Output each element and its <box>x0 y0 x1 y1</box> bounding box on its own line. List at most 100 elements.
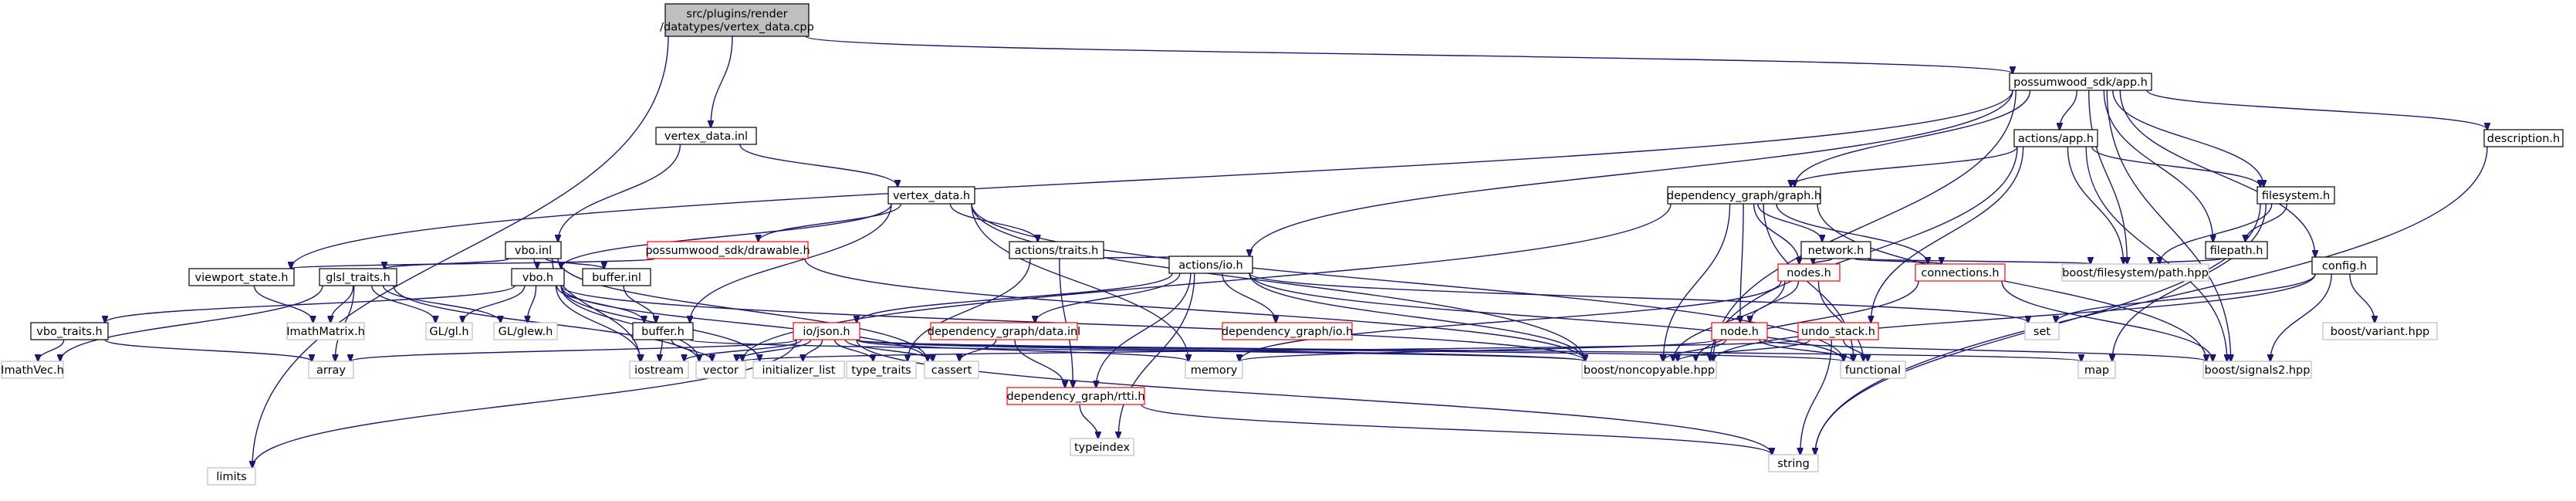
node-box <box>655 127 757 145</box>
node-label: node.h <box>1720 326 1759 338</box>
edge-actions_app_h-to-dg_graph_h <box>1791 146 2018 187</box>
node-actions_traits_h[interactable]: actions/traits.h <box>1009 241 1104 259</box>
node-box <box>30 322 109 340</box>
node-label: actions/app.h <box>2018 133 2094 145</box>
node-box <box>2077 361 2116 379</box>
edge-io_json_h-to-array <box>350 339 797 361</box>
edge-app_h-to-boost_noncopyable <box>1713 90 2017 361</box>
node-label: glsl_traits.h <box>326 272 390 284</box>
edge-config_h-to-set <box>2056 273 2316 323</box>
edge-actions_io_h-to-dg_io_h <box>1222 273 1276 323</box>
edge-viewport_state_h-to-imathmatrix <box>253 285 313 323</box>
node-io_json_h[interactable]: io/json.h <box>793 322 860 340</box>
node-imathvec: ImathVec.h <box>1 361 64 379</box>
node-label: memory <box>1191 364 1238 377</box>
node-label: description.h <box>2487 133 2560 145</box>
node-label: dependency_graph/io.h <box>1222 326 1353 338</box>
node-label: map <box>2084 364 2109 377</box>
node-label: nodes.h <box>1787 267 1831 279</box>
node-box <box>505 241 562 259</box>
edge-app_h-to-dg_graph_h <box>1794 90 2031 187</box>
node-dg_rtti_h[interactable]: dependency_graph/rtti.h <box>1006 387 1145 405</box>
node-buffer_inl[interactable]: buffer.inl <box>582 268 651 286</box>
node-vertex_data_inl[interactable]: vertex_data.inl <box>655 127 757 145</box>
node-label: GL/glew.h <box>499 326 553 338</box>
node-network_h[interactable]: network.h <box>1800 241 1871 259</box>
node-drawable_h[interactable]: possumwood_sdk/drawable.h <box>645 241 810 259</box>
node-node_h[interactable]: node.h <box>1711 322 1768 340</box>
node-label: boost/filesystem/path.hpp <box>2062 267 2209 279</box>
node-box <box>1797 322 1879 340</box>
node-undo_stack_h[interactable]: undo_stack.h <box>1797 322 1879 340</box>
node-box <box>1768 454 1819 472</box>
edge-dg_graph_h-to-network_h <box>1757 203 1822 242</box>
node-box <box>793 322 860 340</box>
edge-glsl_traits_h-to-imathmatrix <box>330 285 354 323</box>
node-label: cassert <box>931 364 972 377</box>
node-box <box>1915 263 2006 282</box>
node-app_h[interactable]: possumwood_sdk/app.h <box>2009 73 2152 91</box>
edge-config_h-to-boost_variant <box>2349 273 2375 323</box>
edge-actions_app_h-to-boost_fs_path <box>2067 146 2123 264</box>
edge-undo_stack_h-to-functional <box>1843 339 1868 361</box>
node-vbo_h[interactable]: vbo.h <box>511 268 565 286</box>
node-dg_graph_h[interactable]: dependency_graph/graph.h <box>1667 186 1821 205</box>
node-label: filepath.h <box>2210 245 2263 257</box>
node-actions_io_h[interactable]: actions/io.h <box>1168 256 1253 274</box>
node-config_h[interactable]: config.h <box>2311 256 2378 275</box>
edge-vertex_data_h-to-functional <box>971 203 1844 361</box>
node-label: ImathVec.h <box>1 364 64 377</box>
node-box <box>752 361 845 379</box>
node-vbo_inl[interactable]: vbo.inl <box>505 241 562 259</box>
edge-connections_h-to-boost_noncopyable <box>1695 280 1919 361</box>
node-glsl_traits_h[interactable]: glsl_traits.h <box>319 268 397 286</box>
edge-filesystem_h-to-filepath_h <box>2246 203 2288 242</box>
edge-vbo_h-to-gl_glew <box>527 285 537 323</box>
edge-actions_app_h-to-undo_stack_h <box>1871 146 2024 323</box>
node-connections_h[interactable]: connections.h <box>1915 263 2006 282</box>
node-filepath_h[interactable]: filepath.h <box>2205 241 2268 259</box>
node-label: string <box>1777 458 1810 470</box>
node-viewport_state_h[interactable]: viewport_state.h <box>188 268 295 286</box>
edge-app_h-to-description_h <box>2146 90 2487 130</box>
edge-vbo_traits_h-to-imathvec <box>38 339 65 361</box>
edge-io_json_h-to-vector <box>737 339 812 361</box>
node-label: dependency_graph/graph.h <box>1667 190 1821 202</box>
node-gl_gl: GL/gl.h <box>425 322 473 340</box>
node-dg_io_h[interactable]: dependency_graph/io.h <box>1222 322 1353 340</box>
node-vertex_data_h[interactable]: vertex_data.h <box>887 186 975 205</box>
edge-vbo_h-to-vector <box>560 285 699 361</box>
edge-app_h-to-config_h <box>2119 90 2315 257</box>
node-label: type_traits <box>851 364 911 377</box>
node-nodes_h[interactable]: nodes.h <box>1777 263 1841 282</box>
node-buffer_h[interactable]: buffer.h <box>632 322 694 340</box>
node-vbo_traits_h[interactable]: vbo_traits.h <box>30 322 109 340</box>
node-description_h[interactable]: description.h <box>2483 129 2564 147</box>
node-root[interactable]: src/plugins/render/datatypes/vertex_data… <box>660 3 814 37</box>
edge-dg_graph_h-to-boost_noncopyable <box>1663 203 1731 361</box>
node-type_traits: type_traits <box>846 361 917 379</box>
node-box <box>286 322 365 340</box>
node-box <box>2311 256 2378 275</box>
node-dg_data_inl[interactable]: dependency_graph/data.inl <box>928 322 1080 340</box>
edge-nodes_h-to-node_h <box>1750 280 1800 323</box>
edge-filesystem_h-to-boost_fs_path <box>2159 203 2273 264</box>
node-initializer_list: initializer_list <box>752 361 845 379</box>
node-label: actions/traits.h <box>1015 245 1099 257</box>
node-box <box>2205 241 2268 259</box>
node-filesystem_h[interactable]: filesystem.h <box>2257 186 2335 205</box>
edge-description_h-to-string <box>1815 146 2488 455</box>
node-box <box>930 322 1078 340</box>
node-actions_app_h[interactable]: actions/app.h <box>2013 129 2098 147</box>
node-label: /datatypes/vertex_data.cpp <box>660 22 814 34</box>
node-box <box>1006 387 1145 405</box>
edge-network_h-to-nodes_h <box>1813 259 1833 264</box>
edge-vertex_data_h-to-drawable_h <box>759 203 902 242</box>
node-boost_signals2: boost/signals2.hpp <box>2202 361 2312 379</box>
node-box <box>582 268 651 286</box>
edge-nodes_h-to-boost_noncopyable <box>1673 280 1786 361</box>
edge-glsl_traits_h-to-imathvec <box>60 285 323 361</box>
node-limits: limits <box>207 467 256 486</box>
node-array: array <box>308 361 354 379</box>
node-label: vertex_data.inl <box>664 130 748 143</box>
